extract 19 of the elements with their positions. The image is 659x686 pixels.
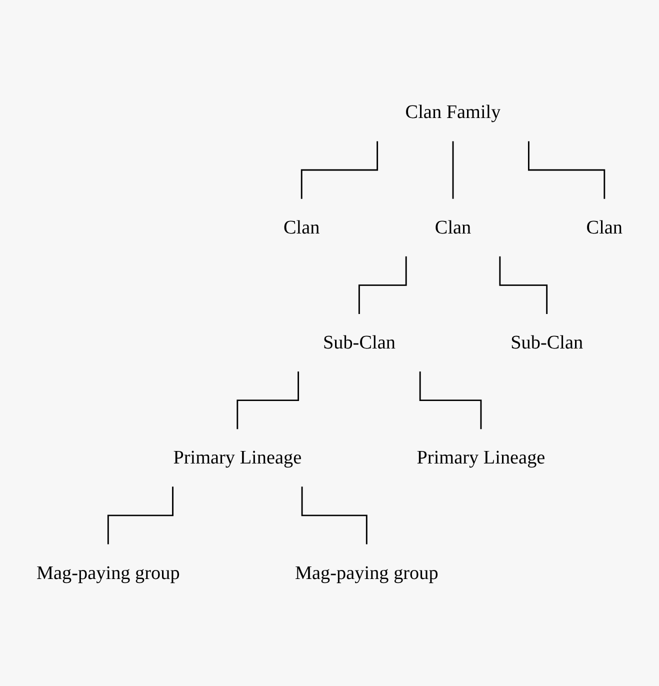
connector	[358, 256, 407, 315]
node-text: Mag-paying group	[294, 562, 438, 584]
connector	[499, 256, 548, 315]
connector	[452, 142, 454, 200]
node-text: Clan	[283, 217, 320, 238]
node-text: Clan	[586, 217, 623, 238]
connector	[301, 486, 368, 546]
node-text: Primary Lineage	[173, 448, 302, 469]
connector	[528, 142, 606, 200]
connector	[419, 372, 482, 430]
node-text: Clan	[434, 217, 472, 238]
node-text: Mag-paying group	[36, 562, 180, 584]
connector	[300, 142, 378, 200]
node-text: Sub-Clan	[510, 332, 584, 354]
connector	[107, 486, 174, 546]
node-text: Clan Family	[405, 102, 501, 124]
connector	[236, 372, 300, 430]
node-text: Primary Lineage	[416, 448, 546, 469]
node-text: Sub-Clan	[322, 332, 396, 354]
